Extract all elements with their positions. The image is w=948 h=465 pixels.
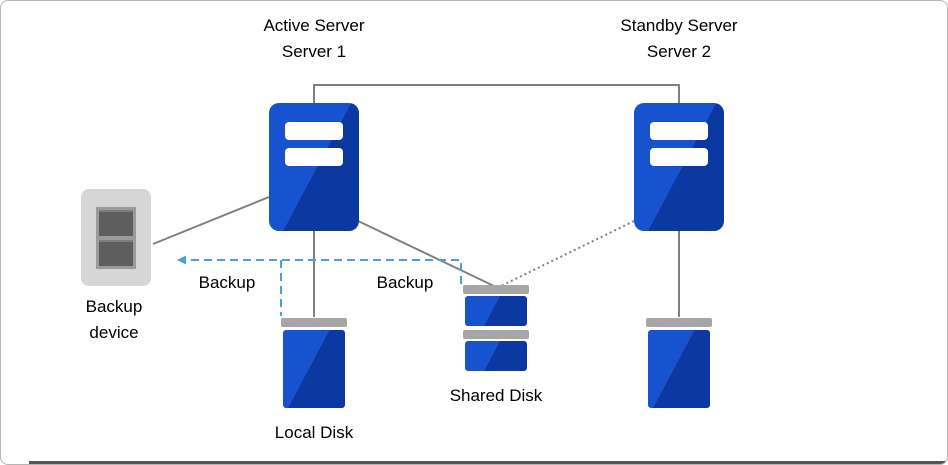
server1-icon [269,103,359,231]
disk-cap-icon [281,318,347,327]
local-disk-label: Local Disk [274,423,354,442]
server1-role: Active Server [263,16,365,35]
server2-name: Server 2 [646,42,712,61]
backup-flow-label-left: Backup [198,273,256,292]
backup-device-label: Backup device [85,297,143,342]
edge-server1-backup-device [152,196,270,245]
edge-interconnect [313,84,680,103]
edge-backup-flow [177,255,462,284]
server-drive-bar-icon [285,148,343,166]
server1-title: Active Server Server 1 [204,13,424,65]
bottom-border-rule [29,461,947,464]
tape-slot-icon [99,240,133,266]
server2-icon [634,103,724,231]
shared-disk-icon [463,285,529,375]
shared-disk-label: Shared Disk [449,386,543,405]
disk-body-icon [465,341,527,371]
disk-cap-icon [463,330,529,339]
server-drive-bar-icon [650,148,708,166]
disk-body-icon [465,296,527,326]
disk-cap-icon [463,285,529,294]
disk-body-icon [648,330,710,408]
server1-name: Server 1 [281,42,347,61]
standby-disk-icon [646,318,712,408]
edge-server1-shared-disk [355,219,495,287]
local-disk-icon [281,318,347,408]
disk-body-icon [283,330,345,408]
tape-drive-bay-icon [96,207,136,269]
edge-server2-shared-disk-dotted [500,220,635,287]
tape-slot-icon [99,210,133,236]
server2-role: Standby Server [620,16,738,35]
backup-flow-label-right: Backup [376,273,434,292]
server-drive-bar-icon [285,122,343,140]
server2-title: Standby Server Server 2 [569,13,789,65]
server-drive-bar-icon [650,122,708,140]
backup-device-icon [81,189,151,286]
disk-cap-icon [646,318,712,327]
